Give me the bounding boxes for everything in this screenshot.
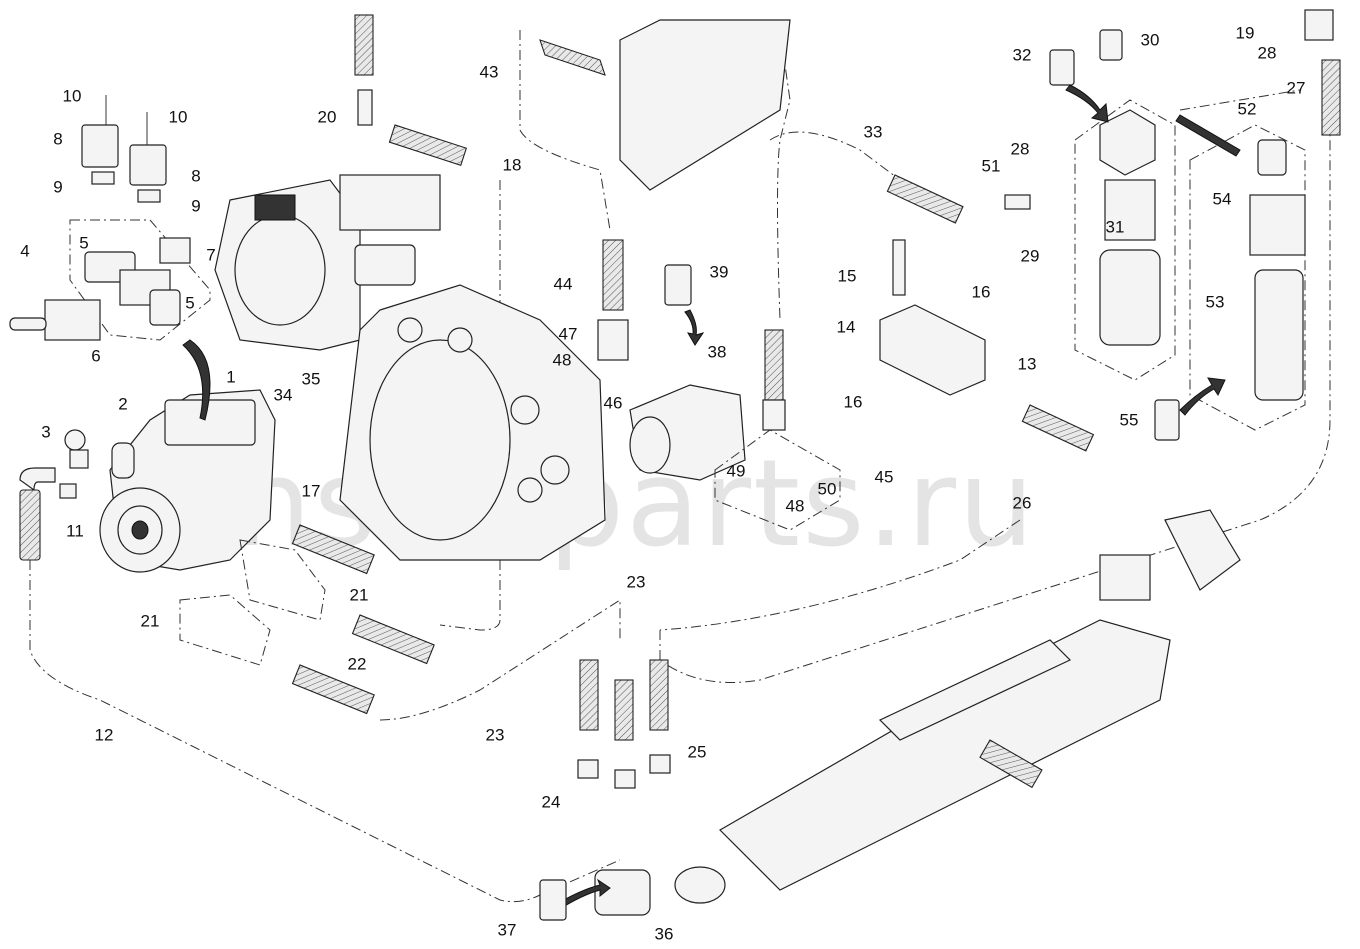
callout-label: 49	[727, 461, 746, 480]
callout-label: 16	[972, 282, 991, 301]
hydraulic-cylinder-assembly	[674, 509, 1241, 904]
callout-label: 47	[559, 324, 578, 343]
filter-assembly-29	[1074, 29, 1176, 381]
control-box	[539, 19, 791, 191]
callout-label: 26	[1013, 493, 1032, 512]
lower-hose-group	[554, 659, 671, 916]
callout-label: 50	[818, 479, 837, 498]
callout-label: 19	[1236, 23, 1255, 42]
callout-label: 1	[226, 367, 235, 386]
hose-21-22-group	[179, 524, 435, 715]
callout-label: 23	[486, 725, 505, 744]
callout-label: 12	[95, 725, 114, 744]
manifold-block-14	[879, 239, 986, 396]
callout-label: 8	[53, 129, 62, 148]
callout-label: 5	[185, 293, 194, 312]
callout-label: 13	[1018, 354, 1037, 373]
callout-label: 51	[982, 156, 1001, 175]
callout-label: 35	[302, 369, 321, 388]
main-pump-assembly	[64, 389, 276, 573]
callout-label: 21	[141, 611, 160, 630]
callout-label: 48	[786, 496, 805, 515]
callout-label: 53	[1206, 292, 1225, 311]
callout-label: 7	[206, 245, 215, 264]
callout-label: 2	[118, 394, 127, 413]
callout-label: 27	[1287, 78, 1306, 97]
callout-label: 54	[1213, 189, 1232, 208]
callout-label: 11	[66, 521, 84, 540]
callout-label: 10	[63, 86, 82, 105]
callout-label: 28	[1258, 43, 1277, 62]
callout-label: 30	[1141, 30, 1160, 49]
filter-assembly-52	[1189, 9, 1341, 431]
callout-label: 43	[480, 62, 499, 81]
callout-label: 16	[844, 392, 863, 411]
callout-label: 15	[838, 266, 857, 285]
callout-label: 9	[191, 196, 200, 215]
callout-label: 4	[20, 241, 29, 260]
hose-44	[597, 239, 629, 361]
callout-label: 21	[350, 585, 369, 604]
tee-fitting-20	[354, 14, 468, 166]
callout-label: 48	[553, 350, 572, 369]
engine-housing	[214, 174, 606, 561]
callout-label: 3	[41, 422, 50, 441]
callout-label: 36	[655, 924, 674, 943]
callout-label: 20	[318, 107, 337, 126]
callout-label: 18	[503, 155, 522, 174]
solenoid-valve-group	[9, 95, 211, 421]
gear-pump-38	[629, 384, 841, 531]
callout-label: 29	[1021, 246, 1040, 265]
callout-label: 32	[1013, 45, 1032, 64]
callout-label: 45	[875, 467, 894, 486]
callout-label: 39	[710, 262, 729, 281]
callout-label: 46	[604, 393, 623, 412]
callout-label: 52	[1238, 99, 1257, 118]
callout-label: 6	[91, 346, 100, 365]
callout-label: 8	[191, 166, 200, 185]
callout-label: 38	[708, 342, 727, 361]
callout-label: 37	[498, 920, 517, 939]
callout-label: 9	[53, 177, 62, 196]
hose-12	[19, 467, 77, 561]
hose-routing-lines	[29, 29, 1331, 903]
callout-label: 14	[837, 317, 856, 336]
hose-13	[762, 329, 1095, 452]
callout-label: 25	[688, 742, 707, 761]
seal-kit-bags	[539, 49, 1241, 921]
hose-33	[886, 174, 1031, 224]
callout-label: 17	[302, 481, 321, 500]
callout-label: 44	[554, 274, 573, 293]
callout-label: 55	[1120, 410, 1139, 429]
callout-label: 31	[1106, 217, 1125, 236]
callout-label: 24	[542, 792, 561, 811]
callout-label: 28	[1011, 139, 1030, 158]
callout-label: 22	[348, 654, 367, 673]
callout-label: 10	[169, 107, 188, 126]
callout-label: 23	[627, 572, 646, 591]
callout-label: 33	[864, 122, 883, 141]
callout-label: 5	[79, 233, 88, 252]
callout-label: 34	[274, 385, 293, 404]
